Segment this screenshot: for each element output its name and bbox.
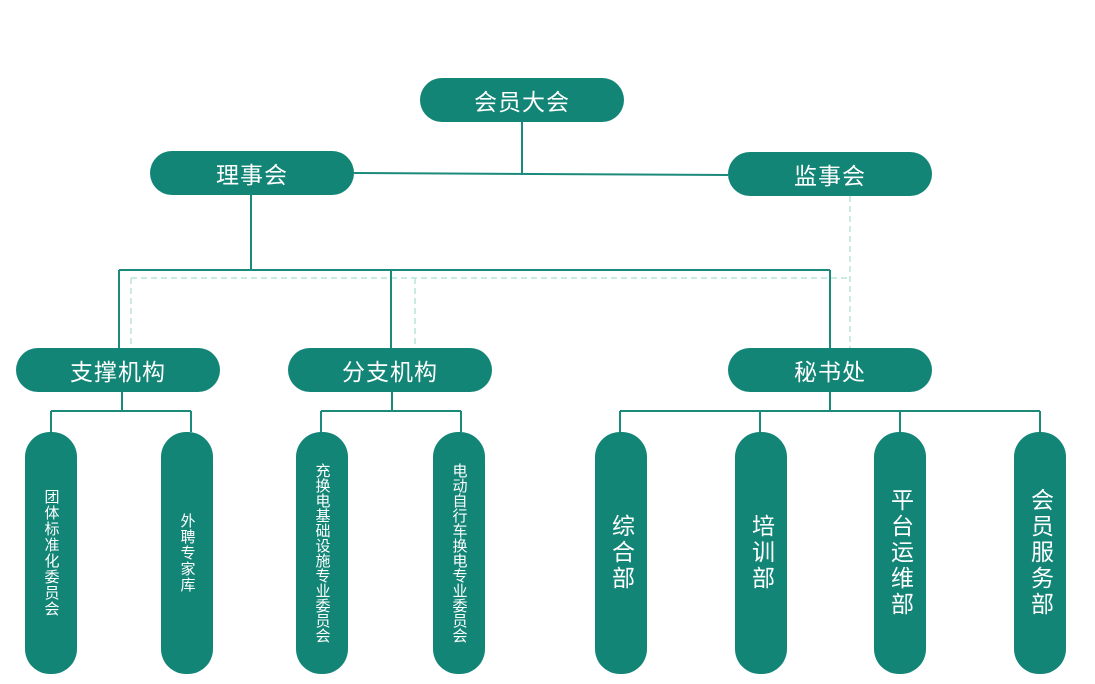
node-label: 平台运维部 (887, 488, 914, 618)
node-member-services-department: 会员服务部 (1014, 432, 1066, 674)
line-secretariat-children (619, 392, 1041, 432)
node-training-department: 培训部 (735, 432, 787, 674)
node-external-expert-pool: 外聘专家库 (161, 432, 213, 674)
node-label: 会员服务部 (1027, 488, 1054, 618)
line-council-supervisory (353, 172, 729, 176)
node-label: 电动自行车换电专业委员会 (450, 463, 468, 643)
node-secretariat: 秘书处 (728, 348, 932, 392)
node-supervisory-board: 监事会 (728, 152, 932, 196)
line-branch-children (320, 392, 462, 432)
node-label: 分支机构 (342, 359, 438, 385)
hierarchy-lines (50, 122, 1041, 432)
supervision-dashed-lines (130, 196, 851, 348)
line-support-children (50, 392, 192, 432)
node-branch-institutions: 分支机构 (288, 348, 492, 392)
node-council: 理事会 (150, 151, 354, 195)
node-label: 支撑机构 (70, 359, 166, 385)
node-platform-ops-department: 平台运维部 (874, 432, 926, 674)
node-support-institutions: 支撑机构 (16, 348, 220, 392)
node-label: 理事会 (216, 162, 288, 188)
node-label: 会员大会 (474, 89, 570, 115)
node-label: 外聘专家库 (178, 513, 196, 593)
node-group-standardization-committee: 团体标准化委员会 (25, 432, 77, 674)
node-ebike-swapping-committee: 电动自行车换电专业委员会 (433, 432, 485, 674)
node-general-department: 综合部 (595, 432, 647, 674)
node-label: 培训部 (748, 514, 775, 592)
node-label: 团体标准化委员会 (42, 489, 60, 617)
node-charging-swapping-committee: 充换电基础设施专业委员会 (296, 432, 348, 674)
node-label: 充换电基础设施专业委员会 (313, 463, 331, 643)
node-general-assembly: 会员大会 (420, 78, 624, 122)
node-label: 综合部 (608, 514, 635, 592)
node-label: 秘书处 (794, 359, 866, 385)
node-label: 监事会 (794, 163, 866, 189)
